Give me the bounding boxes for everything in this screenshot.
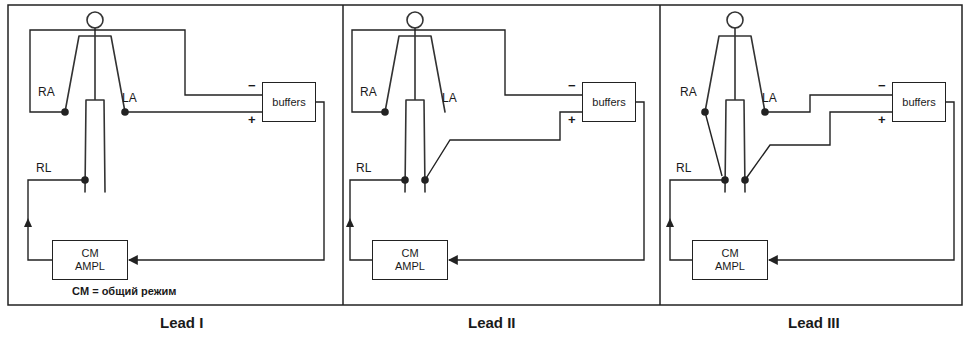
terminal-label: − — [248, 79, 256, 94]
positive-lead-wire — [745, 112, 892, 180]
terminal-label: LA — [122, 92, 137, 106]
feedback-wire — [129, 102, 324, 260]
panel-frames — [8, 5, 962, 305]
lead-wires — [670, 95, 892, 260]
box-label: buffers — [272, 96, 305, 109]
electrode — [401, 176, 409, 184]
lead-wires — [350, 30, 582, 260]
terminal-label: + — [568, 113, 576, 128]
electrode — [761, 108, 769, 116]
terminal-label: RA — [38, 86, 55, 100]
amplifier-box: CM AMPL — [52, 240, 128, 280]
terminal-label: RL — [356, 162, 371, 176]
electrode — [421, 176, 429, 184]
human-figure — [65, 12, 125, 192]
note-text: CM = общий режим — [72, 285, 176, 298]
terminal-label: LA — [442, 92, 457, 106]
buffer-box: buffers — [892, 82, 946, 122]
electrode — [81, 176, 89, 184]
box-label: buffers — [592, 96, 625, 109]
terminal-label: + — [248, 113, 256, 128]
electrode — [381, 108, 389, 116]
terminal-label: RL — [676, 162, 691, 176]
arrow-head — [24, 218, 32, 227]
negative-lead-wire — [765, 95, 892, 112]
box-label: CM AMPL — [715, 247, 745, 273]
terminal-label: LA — [762, 92, 777, 106]
buffer-box: buffers — [262, 82, 316, 122]
amplifier-box: CM AMPL — [372, 240, 448, 280]
unused-lead-wire — [705, 112, 722, 176]
lead-wires — [28, 30, 262, 260]
negative-lead-wire — [30, 30, 262, 112]
buffer-box: buffers — [582, 82, 636, 122]
electrode — [721, 176, 729, 184]
positive-lead-wire — [425, 112, 582, 180]
amplifier-box: CM AMPL — [692, 240, 768, 280]
terminal-label: − — [568, 79, 576, 94]
feedback-wire — [769, 102, 954, 260]
terminal-label: RA — [360, 86, 377, 100]
box-label: CM AMPL — [395, 247, 425, 273]
arrow-head — [346, 218, 354, 227]
panel-title: Lead I — [160, 314, 203, 331]
box-label: CM AMPL — [75, 247, 105, 273]
electrode — [741, 176, 749, 184]
electrode — [701, 108, 709, 116]
arrow-head — [666, 218, 674, 227]
terminal-label: RL — [36, 162, 51, 176]
terminal-label: RA — [680, 86, 697, 100]
human-figure — [385, 12, 445, 192]
panel-title: Lead II — [468, 314, 516, 331]
terminal-label: − — [878, 79, 886, 94]
panel-title: Lead III — [788, 314, 840, 331]
electrode — [61, 108, 69, 116]
box-label: buffers — [902, 96, 935, 109]
terminal-label: + — [878, 113, 886, 128]
electrode — [121, 108, 129, 116]
positive-lead-wire — [125, 111, 262, 112]
feedback-wire — [449, 102, 644, 260]
negative-lead-wire — [352, 30, 582, 112]
